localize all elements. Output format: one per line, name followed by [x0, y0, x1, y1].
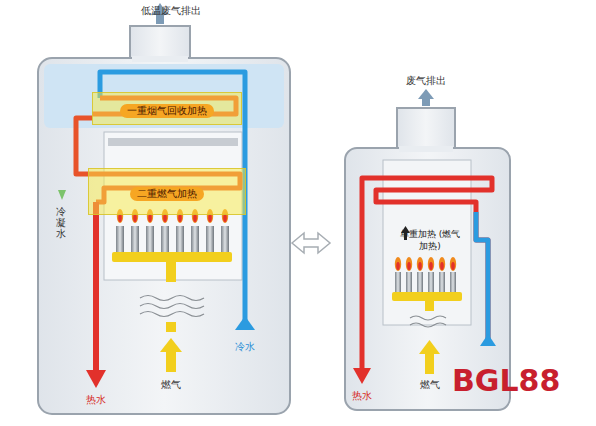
burner-row-part: [208, 214, 212, 222]
burner-row: [116, 209, 229, 252]
burner-row-part: [191, 226, 199, 252]
gas-arrow: [419, 340, 440, 374]
watermark: BGL88: [452, 364, 560, 397]
left-housing-part: [38, 58, 290, 414]
right-housing-part: [383, 160, 471, 325]
condensate-label: 冷凝水: [56, 206, 66, 239]
right-housing-part: [399, 146, 453, 152]
burner-row-part: [178, 214, 182, 222]
heat-waves: [410, 316, 446, 327]
left-housing-part: [108, 138, 238, 146]
burner-row-part: [176, 226, 184, 252]
band-title: 一重烟气回收加热: [120, 104, 214, 118]
right-housing-part: [397, 108, 455, 152]
burner-row-part: [206, 226, 214, 252]
burner-row-part: [395, 257, 401, 271]
exhaust-arrow-part: [422, 98, 430, 106]
water-pipes-part: [476, 212, 488, 345]
exhaust-label: 低温废气排出: [141, 4, 201, 17]
gas-manifold: [392, 292, 462, 311]
condensate-arrow: [58, 190, 66, 200]
gas-arrow-part: [425, 352, 434, 374]
burner-row-part: [418, 262, 422, 270]
water-pipes-part: [93, 202, 99, 372]
burner-row-part: [161, 226, 169, 252]
gas-arrow-part: [160, 338, 182, 352]
burner-row-part: [417, 272, 423, 292]
water-pipes: [362, 178, 492, 370]
gas-manifold-part: [425, 301, 434, 311]
band-title: 二重燃气加热: [130, 187, 204, 201]
burner-row-part: [116, 226, 124, 252]
hot-water-label: 热水: [86, 393, 106, 406]
burner-row-part: [439, 257, 445, 271]
heating-band: 二重燃气加热: [88, 168, 246, 215]
burner-row-part: [193, 214, 197, 222]
cold-water-arrow: [480, 334, 496, 346]
burner-row-part: [439, 272, 445, 292]
hot-water-arrow: [353, 368, 371, 384]
heating-label: 单重加热 (燃气加热): [398, 228, 462, 252]
burner-row-part: [133, 214, 137, 222]
burner-row-part: [163, 214, 167, 222]
burner-row-part: [221, 226, 229, 252]
cold-water-arrow: [235, 316, 255, 330]
left-housing-part: [130, 26, 190, 66]
burner-row-part: [450, 257, 456, 271]
heat-waves: [140, 296, 204, 317]
gas-label: 燃气: [161, 378, 181, 391]
water-pipes-part: [362, 178, 492, 370]
burner-row: [395, 257, 456, 292]
left-housing: [38, 26, 290, 414]
gas-arrow: [160, 322, 182, 372]
water-pipes: [88, 72, 245, 372]
gas-manifold: [112, 252, 232, 282]
cold-water-label: 冷水: [235, 340, 255, 353]
gas-manifold-part: [166, 262, 176, 282]
burner-row-part: [417, 257, 423, 271]
burner-row-part: [429, 262, 433, 270]
gas-arrow-part: [419, 340, 440, 354]
compare-arrow: [292, 233, 330, 253]
burner-row-part: [406, 257, 412, 271]
gas-label: 燃气: [420, 378, 440, 391]
burner-row-part: [440, 262, 444, 270]
heat-waves-part: [410, 323, 446, 327]
burner-row-part: [131, 226, 139, 252]
burner-row-part: [428, 257, 434, 271]
burner-row-part: [451, 262, 455, 270]
water-pipe-connector: [76, 118, 92, 174]
left-housing-part: [132, 56, 188, 62]
burner-row-part: [118, 214, 122, 222]
burner-row-part: [223, 214, 227, 222]
burner-row-part: [146, 226, 154, 252]
burner-row-part: [407, 262, 411, 270]
hot-water-arrow: [86, 370, 106, 388]
gas-arrow-part: [166, 322, 176, 332]
gas-arrow-part: [166, 350, 176, 372]
heat-waves-part: [410, 316, 446, 320]
burner-row-part: [428, 272, 434, 292]
gas-manifold-part: [392, 292, 462, 301]
gas-manifold-part: [112, 252, 232, 262]
exhaust-arrow-part: [418, 89, 434, 99]
exhaust-arrow: [418, 89, 434, 106]
burner-row-part: [450, 272, 456, 292]
heat-waves-part: [140, 296, 204, 301]
hot-water-label: 热水: [352, 389, 372, 402]
burner-row-part: [148, 214, 152, 222]
exhaust-label: 废气排出: [406, 74, 446, 87]
burner-row-part: [396, 262, 400, 270]
heating-band: 一重烟气回收加热: [92, 92, 242, 125]
burner-row-part: [406, 272, 412, 292]
heat-waves-part: [140, 304, 204, 309]
heat-waves-part: [140, 312, 204, 317]
burner-row-part: [395, 272, 401, 292]
